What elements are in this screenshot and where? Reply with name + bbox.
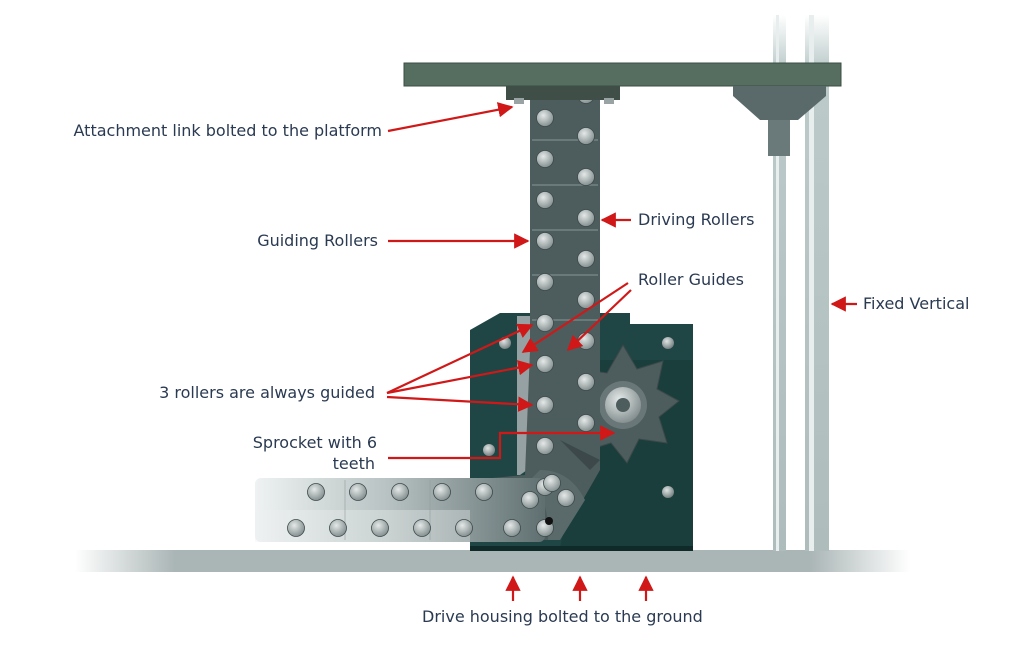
chain-roller (536, 273, 554, 291)
chain-roller (577, 250, 595, 268)
housing-bolt (662, 486, 674, 498)
housing-bolt (483, 444, 495, 456)
annotation-arrows (386, 102, 857, 601)
chain-roller (536, 355, 554, 373)
ground-plate (470, 546, 693, 551)
roller-guides-arrow-right (566, 289, 632, 352)
guided-roller-arrow-top (386, 323, 534, 394)
chain-pin (545, 517, 553, 525)
chain-roller (536, 150, 554, 168)
chain-rollers (287, 86, 595, 537)
chain-roller (307, 483, 325, 501)
attachment-link-label: Attachment link bolted to the platform (73, 121, 383, 140)
chain-roller (433, 483, 451, 501)
chain-roller (577, 373, 595, 391)
chain-roller (503, 519, 521, 537)
chain-roller (577, 291, 595, 309)
chain-roller (536, 396, 554, 414)
drive-housing-label: Drive housing bolted to the ground (422, 607, 703, 626)
chain-roller (543, 474, 561, 492)
fixed-vertical-label: Fixed Vertical (863, 294, 970, 313)
guided-roller-arrow-mid (386, 360, 534, 395)
chain-roller (557, 489, 575, 507)
guided-roller-arrow-bottom (386, 395, 534, 412)
chain-roller (536, 232, 554, 250)
chain-roller (391, 483, 409, 501)
chain-roller (577, 414, 595, 432)
chain-roller (455, 519, 473, 537)
sprocket-arrow (388, 425, 616, 460)
chain-roller (536, 109, 554, 127)
attachment-arrow (387, 102, 514, 133)
chain-roller (329, 519, 347, 537)
chain-roller (413, 519, 431, 537)
sprocket-label-line2: teeth (332, 454, 375, 473)
chain-roller (536, 314, 554, 332)
chain-roller (349, 483, 367, 501)
housing-bolt (662, 337, 674, 349)
chain-roller (536, 437, 554, 455)
chain-roller (577, 127, 595, 145)
three-rollers-guided-label: 3 rollers are always guided (159, 383, 375, 402)
ground-slab (75, 550, 910, 572)
sprocket-label-line1: Sprocket with 6 (252, 433, 377, 452)
roller-guides-label: Roller Guides (638, 270, 744, 289)
guiding-rollers-label: Guiding Rollers (257, 231, 378, 250)
chain-roller (521, 491, 539, 509)
chain-roller (287, 519, 305, 537)
chain-roller (577, 209, 595, 227)
driving-rollers-label: Driving Rollers (638, 210, 755, 229)
chain-roller (577, 332, 595, 350)
chain-roller (475, 483, 493, 501)
roller-guides-arrow-left (521, 282, 629, 353)
chain-roller (536, 191, 554, 209)
chain-roller (371, 519, 389, 537)
platform (403, 62, 842, 156)
chain-roller (577, 168, 595, 186)
